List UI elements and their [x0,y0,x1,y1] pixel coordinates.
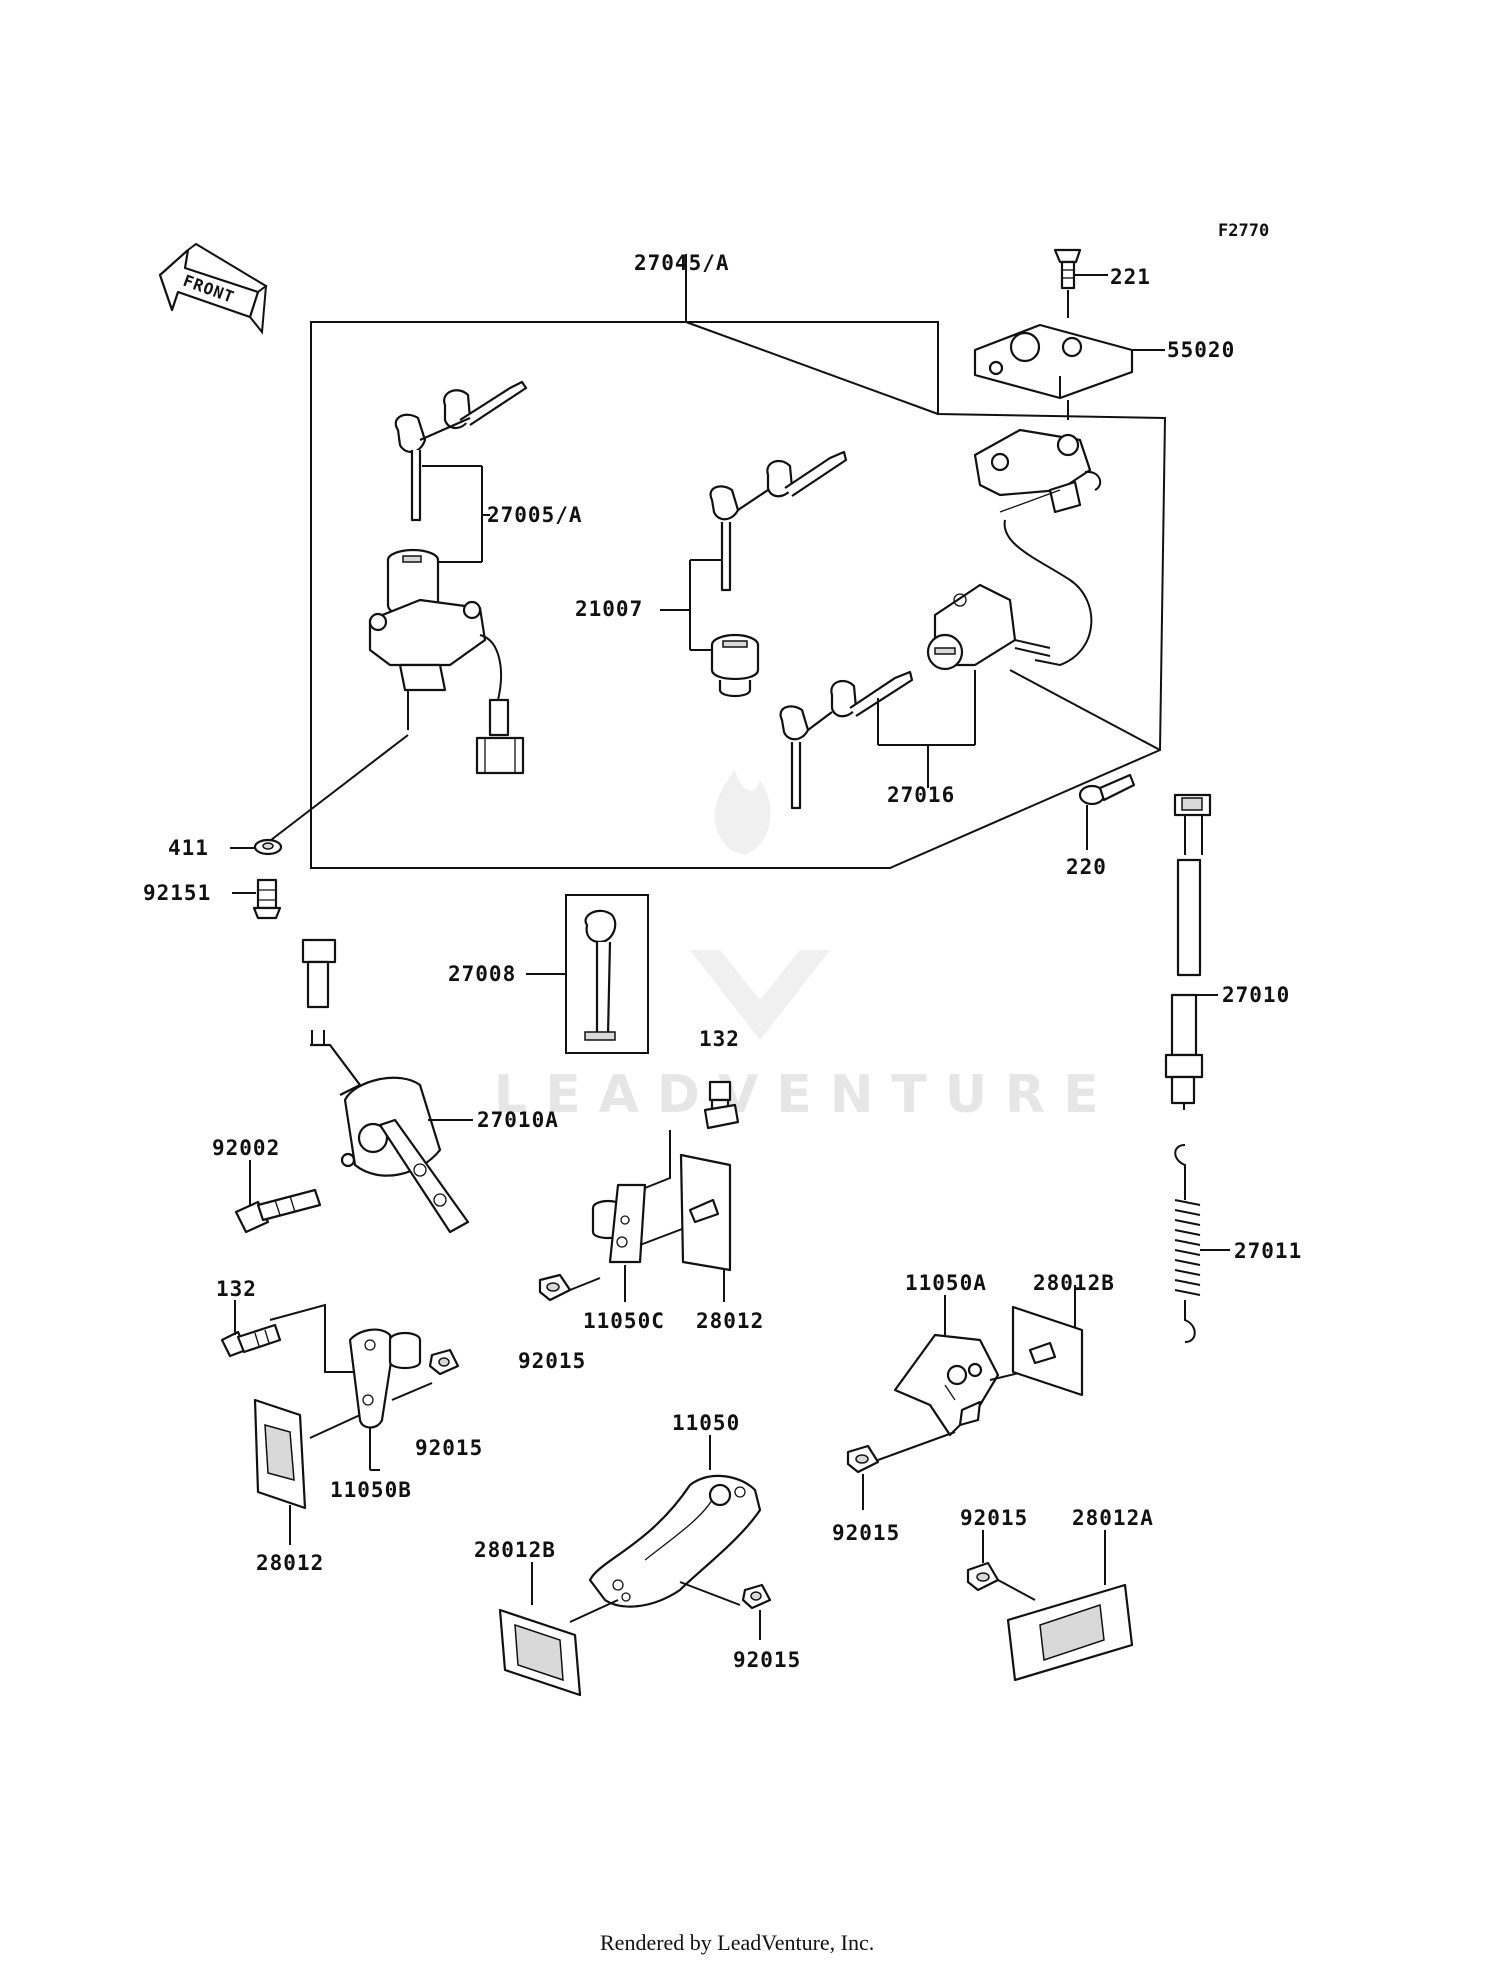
part-label-27016[interactable]: 27016 [887,783,955,807]
lock-cylinder-21007 [710,633,760,698]
nut-92015-a [538,1273,601,1302]
footer-credit: Rendered by LeadVenture, Inc. [600,1930,874,1955]
neutral-switch-27010 [1164,793,1212,1110]
part-label-28012-b[interactable]: 28012 [256,1551,324,1575]
key-set-21007 [709,450,848,592]
part-label-27010[interactable]: 27010 [1222,983,1290,1007]
part-label-28012-a[interactable]: 28012 [696,1309,764,1333]
assembly-outline [310,254,1167,869]
part-label-27008[interactable]: 27008 [448,962,516,986]
part-label-92151[interactable]: 92151 [143,881,211,905]
part-label-28012B-b[interactable]: 28012B [474,1538,556,1562]
part-label-21007[interactable]: 21007 [575,597,643,621]
screw-221 [1053,248,1082,318]
nut-92015-e [966,1530,1036,1601]
reflector-28012B-b [498,1608,582,1697]
part-label-11050[interactable]: 11050 [672,1411,740,1435]
part-label-28012A[interactable]: 28012A [1072,1506,1154,1530]
bolt-92002 [234,1188,322,1234]
diagram-code: F2770 [1218,221,1269,241]
part-label-27005-A[interactable]: 27005/A [487,503,583,527]
part-label-55020[interactable]: 55020 [1167,338,1235,362]
bracket-11050C [591,1183,691,1302]
part-label-132-b[interactable]: 132 [216,1277,257,1301]
part-label-27011[interactable]: 27011 [1234,1239,1302,1263]
key-set-27016 [779,670,914,810]
watermark-text: LEADVENTURE [494,1065,1117,1125]
part-label-220[interactable]: 220 [1066,855,1107,879]
spring-27011 [1174,1144,1201,1343]
reflector-28012-b [253,1398,307,1545]
part-label-221[interactable]: 221 [1110,265,1151,289]
nut-92015-d [741,1583,772,1610]
part-label-411[interactable]: 411 [168,836,209,860]
screw-220 [1078,773,1136,806]
part-label-27010A[interactable]: 27010A [477,1108,559,1132]
ignition-switch-27005 [368,548,525,775]
part-label-92015-a[interactable]: 92015 [518,1349,586,1373]
key-set-27005 [394,380,528,522]
side-stand-switch-27010A [301,938,470,1234]
nut-92015-c [846,1431,956,1510]
part-label-28012B-a[interactable]: 28012B [1033,1271,1115,1295]
bolt-132-a [639,1080,740,1191]
reflector-28012A [1006,1583,1134,1682]
part-label-92002[interactable]: 92002 [212,1136,280,1160]
part-label-132-a[interactable]: 132 [699,1027,740,1051]
part-label-92015-d[interactable]: 92015 [733,1648,801,1672]
reflector-28012-a [679,1153,732,1272]
bracket-11050B [309,1328,433,1470]
part-label-11050C[interactable]: 11050C [583,1309,665,1333]
bolt-92151 [252,878,282,920]
part-label-11050B[interactable]: 11050B [330,1478,412,1502]
bolt-132-b [220,1303,360,1373]
plate-55020 [973,323,1134,420]
switch-bracket [973,428,1102,667]
bracket-11050A [893,1333,1041,1437]
front-arrow-icon: FRONT [158,242,268,335]
part-label-27045-A[interactable]: 27045/A [634,251,730,275]
part-label-92015-c[interactable]: 92015 [832,1521,900,1545]
key-blank-27008 [584,909,617,1041]
part-label-11050A[interactable]: 11050A [905,1271,987,1295]
part-label-92015-e[interactable]: 92015 [960,1506,1028,1530]
bracket-11050 [569,1435,762,1623]
washer-411 [253,838,283,856]
nut-92015-b [428,1348,460,1376]
reflector-28012B-a [1011,1305,1084,1397]
seat-lock-27016 [926,583,1051,671]
part-label-92015-b[interactable]: 92015 [415,1436,483,1460]
watermark-logo [690,770,830,1040]
